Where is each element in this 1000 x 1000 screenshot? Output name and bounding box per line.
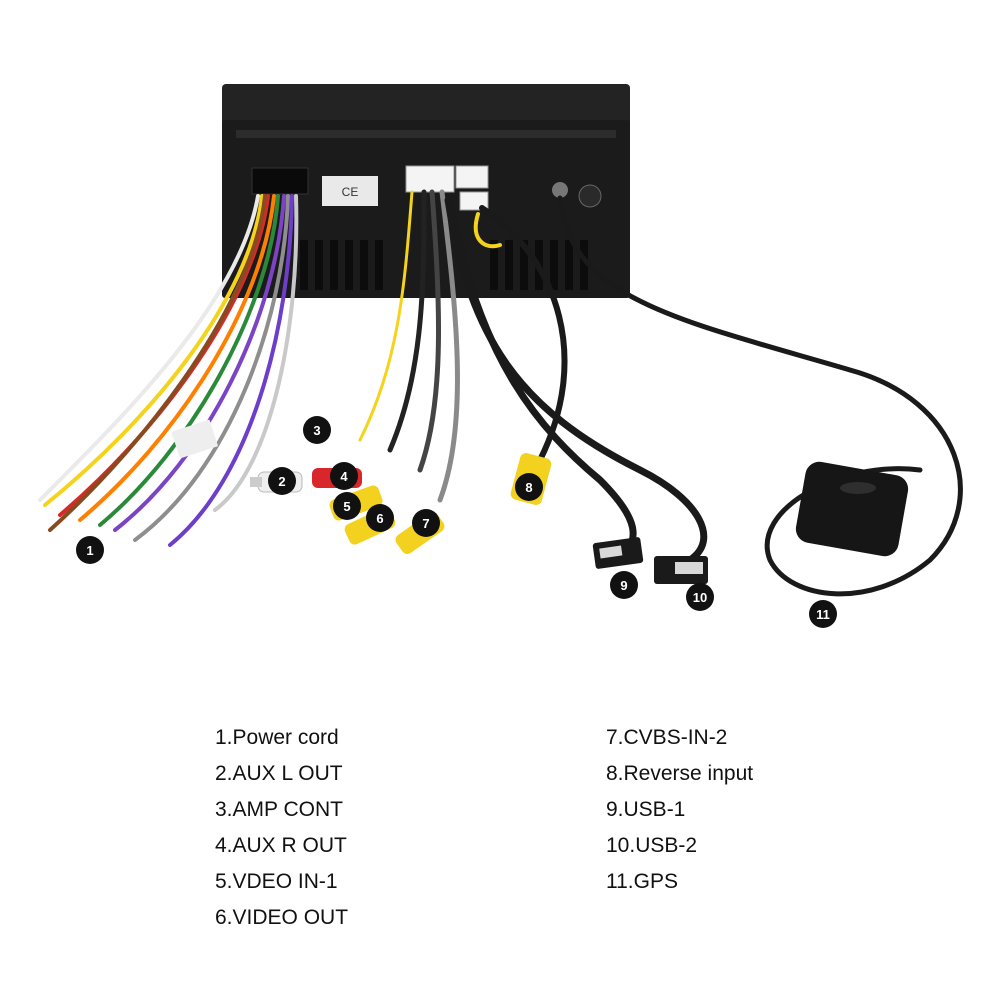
callout-10: 10 — [686, 583, 714, 611]
callout-6: 6 — [366, 504, 394, 532]
callout-8: 8 — [515, 473, 543, 501]
legend-item-gps: 11.GPS — [606, 870, 678, 893]
legend-item-amp-cont: 3.AMP CONT — [215, 798, 343, 821]
legend-item-usb-2: 10.USB-2 — [606, 834, 698, 857]
ce-mark: CE — [342, 185, 359, 199]
vent-slots — [300, 240, 588, 290]
ce-sticker — [322, 176, 378, 206]
legend-item-cvbs-in-2: 7.CVBS-IN-2 — [606, 726, 728, 749]
legend-item-power-cord: 1.Power cord — [215, 726, 339, 749]
callout-1: 1 — [76, 536, 104, 564]
legend-item-reverse-input: 8.Reverse input — [606, 762, 754, 785]
power-cord-bundle — [38, 194, 299, 547]
callout-4: 4 — [330, 462, 358, 490]
rca-plugs — [250, 453, 552, 554]
legend-item-video-in-1: 5.VDEO IN-1 — [215, 870, 338, 893]
callout-9: 9 — [610, 571, 638, 599]
callout-3: 3 — [303, 416, 331, 444]
legend-item-aux-r-out: 4.AUX R OUT — [215, 834, 347, 857]
legend-item-usb-1: 9.USB-1 — [606, 798, 686, 821]
callout-2: 2 — [268, 467, 296, 495]
gps-antenna — [795, 461, 909, 557]
legend-right-column: 7.CVBS-IN-2 8.Reverse input 9.USB-1 10.U… — [606, 720, 753, 900]
legend-left-column: 1.Power cord 2.AUX L OUT 3.AMP CONT 4.AU… — [215, 720, 348, 936]
callout-7: 7 — [412, 509, 440, 537]
rca-harness — [358, 189, 963, 597]
wiring-diagram: CE — [38, 84, 963, 597]
legend-item-video-out: 6.VIDEO OUT — [215, 906, 349, 929]
callout-11: 11 — [809, 600, 837, 628]
callout-5: 5 — [333, 492, 361, 520]
usb-connectors — [592, 537, 708, 584]
legend-item-aux-l-out: 2.AUX L OUT — [215, 762, 343, 785]
